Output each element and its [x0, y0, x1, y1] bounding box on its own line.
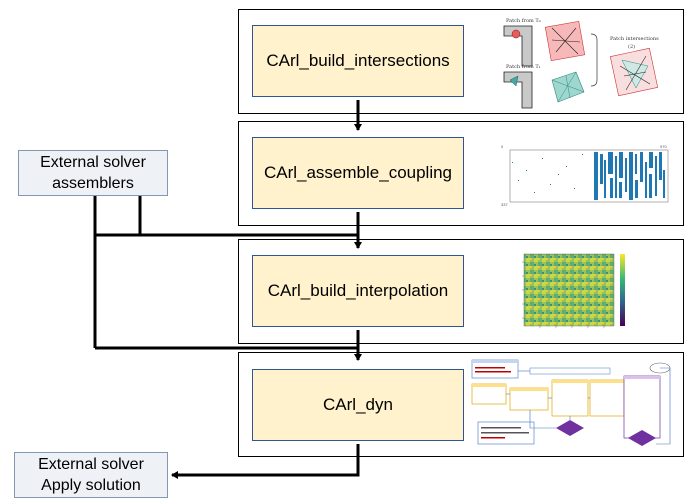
thumb-tick-left-bottom: 337	[501, 202, 508, 207]
external-assemblers-line2: assemblers	[52, 175, 134, 192]
thumbnail-dyn-flowchart	[471, 359, 671, 446]
external-solver-assemblers-box: External solver assemblers	[18, 150, 168, 196]
thumb-tick-right-top: 970	[660, 144, 667, 149]
function-box-build-interpolation: CArl_build_interpolation	[252, 255, 464, 327]
thumb-label-patch-top: Patch from T₀	[506, 18, 541, 24]
thumb-tick-left-top: 0	[501, 144, 504, 149]
thumb-label-patch-bottom: Patch from T₁	[506, 64, 541, 70]
external-apply-line1: External solver	[38, 456, 144, 473]
function-box-assemble-coupling: CArl_assemble_coupling	[252, 137, 464, 209]
external-apply-line2: Apply solution	[41, 477, 141, 494]
thumb-label-patch-intersections: Patch intersections	[610, 36, 659, 42]
external-assemblers-line1: External solver	[40, 154, 146, 171]
function-box-dyn: CArl_dyn	[252, 369, 464, 441]
external-solver-apply-box: External solver Apply solution	[14, 452, 168, 498]
function-box-build-intersections: CArl_build_intersections	[252, 25, 464, 97]
thumbnail-mesh-intersections: Patch from T₀ Patch from T₁ Patch inters…	[503, 18, 659, 109]
thumb-label-eq-num: (2)	[628, 43, 635, 50]
arrow-dyn-to-apply	[171, 444, 360, 479]
thumbnail-sparsity-pattern: 0 970 337	[501, 144, 669, 207]
thumbnail-interpolation-heatmap	[522, 253, 625, 328]
